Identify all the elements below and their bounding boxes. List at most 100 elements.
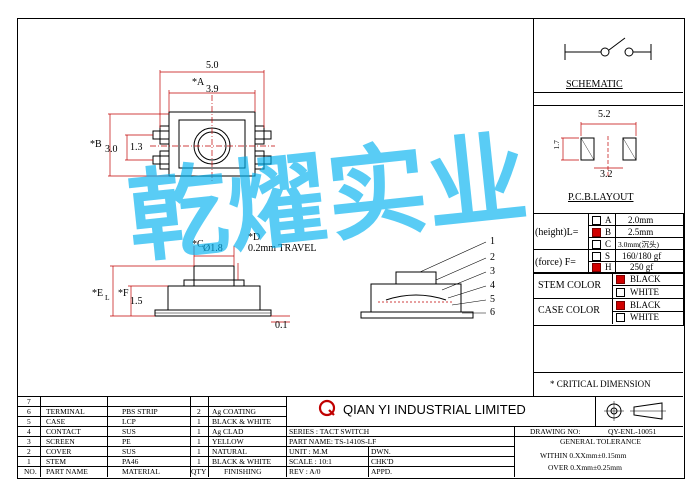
title-col-sign [368, 446, 369, 477]
bottom-top-line [17, 396, 683, 397]
title-row-5 [286, 466, 514, 467]
bom-row-4-name: CONTACT [46, 427, 81, 436]
bom-row-5-finishing: BLACK & WHITE [212, 417, 272, 426]
bom-header-no: NO. [24, 467, 37, 476]
title-row-3 [286, 446, 514, 447]
bom-row-5 [17, 446, 286, 447]
case-color-label: CASE COLOR [538, 305, 600, 316]
height-c-code: C [605, 239, 612, 249]
scale-label: SCALE : 10:1 [289, 457, 332, 466]
color-table [533, 272, 684, 326]
bom-row-5-name: CASE [46, 417, 66, 426]
right-panel-divider [533, 18, 534, 396]
bom-row-6 [17, 456, 286, 457]
side-view-drawing [110, 241, 487, 323]
bom-header-material: MATERIAL [122, 467, 160, 476]
height-b-code: B [605, 227, 612, 237]
callout-5: 5 [490, 294, 495, 305]
bom-row-2-material: SUS [122, 447, 136, 456]
stem-white-label: WHITE [630, 287, 659, 297]
pcb-dim-mid: 3.2 [600, 169, 613, 180]
bom-row-5-no: 5 [27, 417, 31, 426]
force-h-value: 250 gf [630, 262, 654, 272]
rev-label: REV : A/0 [289, 467, 321, 476]
appd-label: APPD. [371, 467, 393, 476]
options-col-line [588, 213, 589, 272]
options-row-line-3 [533, 249, 683, 250]
bom-row-3 [17, 426, 286, 427]
case-black-checkbox[interactable] [616, 301, 625, 310]
schematic-underline [533, 105, 683, 106]
height-b-value: 2.5mm [628, 227, 654, 237]
chkd-label: CHK'D [371, 457, 394, 466]
schematic-divider [533, 92, 683, 93]
force-s-value: 160/180 gf [622, 251, 662, 261]
title-row-4 [286, 456, 514, 457]
height-c-value: 3.0mm(沉头) [618, 240, 660, 249]
force-s-code: S [605, 251, 611, 261]
case-white-checkbox[interactable] [616, 313, 625, 322]
dim-d-label: *D [248, 232, 261, 243]
options-table [533, 213, 684, 274]
bom-header-finishing: FINISHING [224, 467, 262, 476]
bom-row-4-qty: 1 [197, 427, 201, 436]
case-black-label: BLACK [630, 300, 661, 310]
bom-row-1-finishing: BLACK & WHITE [212, 457, 272, 466]
color-row-line-3 [612, 311, 683, 312]
bom-row-6-material: PBS STRIP [122, 407, 158, 416]
bom-header-qty: QTY [191, 467, 207, 476]
bom-row-3-name: SCREEN [46, 437, 75, 446]
title-col-mid [514, 426, 515, 477]
height-a-checkbox[interactable] [592, 216, 601, 225]
drawing-no-label: DRAWING NO: [530, 427, 581, 436]
force-h-checkbox[interactable] [592, 263, 601, 272]
dim-e-label: *E [92, 288, 104, 299]
bom-row-2-no: 2 [27, 447, 31, 456]
bom-header-name: PART NAME [46, 467, 88, 476]
top-view-drawing [108, 70, 275, 182]
pcb-layout-label: P.C.B.LAYOUT [568, 192, 634, 203]
outer-frame [17, 18, 685, 479]
bom-row-3-no: 3 [27, 437, 31, 446]
callout-6: 6 [490, 307, 495, 318]
bom-row-7-no: 7 [27, 397, 31, 406]
critical-divider [533, 372, 683, 373]
pcb-dim-top: 5.2 [598, 109, 611, 120]
bom-row-6-qty: 2 [197, 407, 201, 416]
options-row-line-2 [588, 237, 683, 238]
options-col-line-2 [615, 213, 616, 272]
callout-3: 3 [490, 266, 495, 277]
bom-row-1-material: PA46 [122, 457, 139, 466]
title-row-2 [286, 436, 683, 437]
travel-label: 0.2mm TRAVEL [248, 243, 317, 254]
bom-row-2 [17, 416, 286, 417]
dim-f-label: *F [118, 288, 129, 299]
stem-color-label: STEM COLOR [538, 280, 602, 291]
bom-row-1-no: 1 [27, 457, 31, 466]
height-c-checkbox[interactable] [592, 240, 601, 249]
options-row-line-4 [588, 261, 683, 262]
tolerance-over: OVER 0.Xmm±0.25mm [548, 463, 622, 472]
drawing-no-value: QY-ENL-10051 [608, 427, 657, 436]
dim-13: 1.3 [130, 142, 143, 153]
stem-black-checkbox[interactable] [616, 275, 625, 284]
bom-row-3-material: PE [122, 437, 131, 446]
dim-a-label: *A [192, 77, 205, 88]
height-label: (height)L= [535, 227, 579, 238]
options-row-line-1 [588, 225, 683, 226]
bom-row-4-material: SUS [122, 427, 136, 436]
bom-row-7 [17, 466, 286, 467]
color-row-line-2 [612, 285, 683, 286]
callout-1: 1 [490, 236, 495, 247]
dim-e-sub: L [105, 293, 110, 302]
dim-b-value: 3.0 [105, 144, 118, 155]
stem-white-checkbox[interactable] [616, 288, 625, 297]
bom-row-6-name: TERMINAL [46, 407, 85, 416]
schematic-symbol [561, 37, 652, 178]
case-white-label: WHITE [630, 312, 659, 322]
bom-row-4 [17, 436, 286, 437]
dim-f-value: 1.5 [130, 296, 143, 307]
general-tolerance-label: GENERAL TOLERANCE [560, 437, 641, 446]
force-s-checkbox[interactable] [592, 252, 601, 261]
height-b-checkbox[interactable] [592, 228, 601, 237]
